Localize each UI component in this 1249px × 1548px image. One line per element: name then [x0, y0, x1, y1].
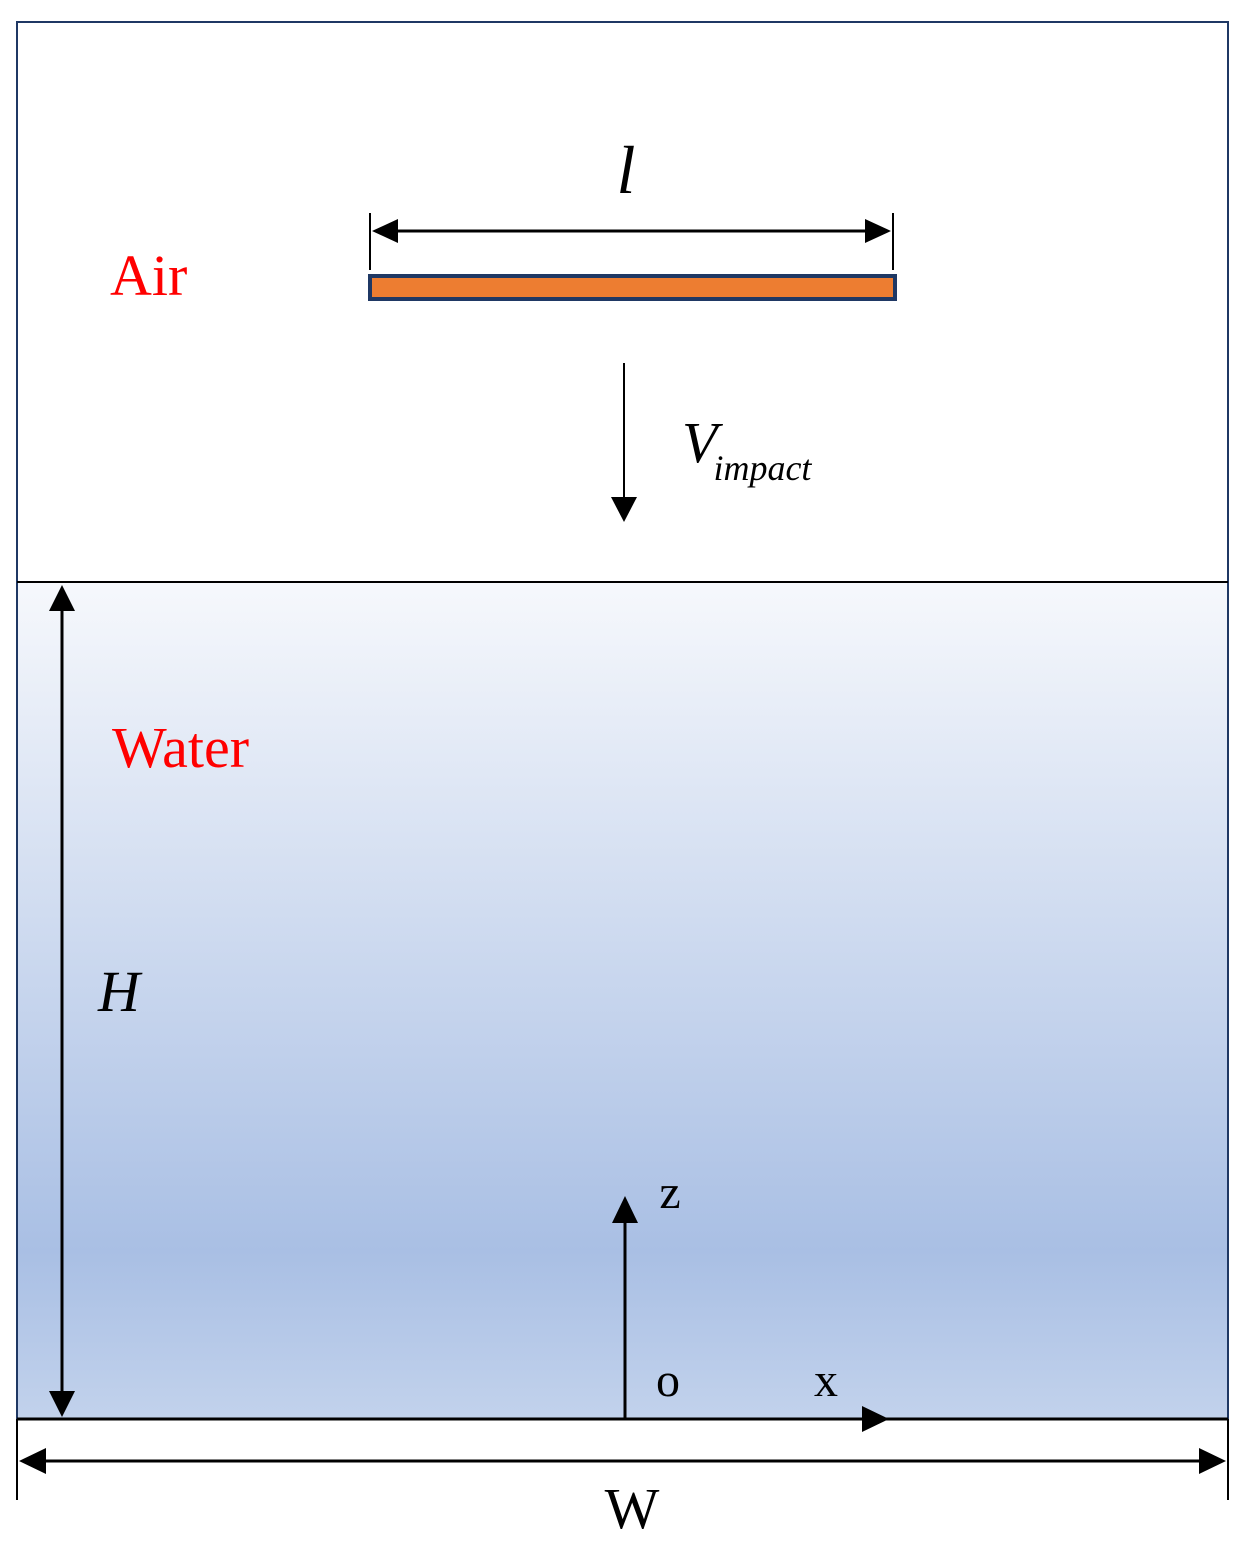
- origin-label: o: [656, 1354, 680, 1407]
- velocity-label: Vimpact: [682, 410, 812, 488]
- z-axis-label: z: [659, 1166, 680, 1219]
- water-label: Water: [112, 715, 249, 780]
- width-dimension: [16, 1419, 1229, 1500]
- plate: [368, 274, 897, 301]
- x-axis-label: x: [814, 1354, 838, 1407]
- x-axis: [625, 1406, 889, 1432]
- water-region: [18, 582, 1228, 1419]
- length-dimension: [369, 213, 894, 270]
- depth-dimension: [49, 585, 75, 1417]
- length-label: l: [617, 132, 636, 208]
- z-axis: [612, 1196, 638, 1419]
- velocity-arrow: [611, 363, 637, 522]
- air-label: Air: [110, 243, 187, 308]
- width-label: W: [605, 1476, 660, 1541]
- depth-label: H: [97, 959, 143, 1024]
